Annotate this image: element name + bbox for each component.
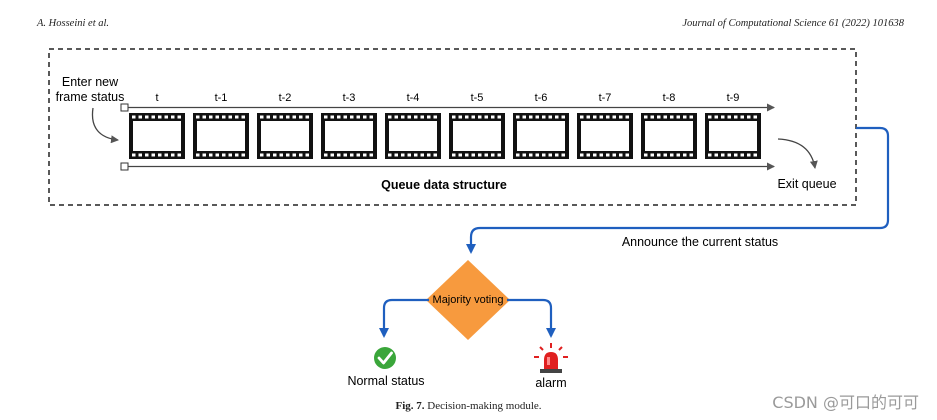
time-labels: t t-1 t-2 t-3 t-4 t-5 t-6 t-7 t-8 t-9 bbox=[155, 92, 739, 104]
figure-caption-text: Decision-making module. bbox=[427, 400, 542, 412]
time-label: t bbox=[155, 92, 158, 104]
time-label: t-5 bbox=[471, 92, 484, 104]
announce-label: Announce the current status bbox=[622, 235, 778, 249]
alarm-siren-icon bbox=[534, 343, 568, 373]
time-label: t-4 bbox=[407, 92, 420, 104]
film-frame bbox=[641, 113, 697, 159]
film-frame bbox=[449, 113, 505, 159]
rail-bottom-start bbox=[120, 162, 129, 171]
majority-voting-diamond bbox=[426, 260, 510, 340]
film-frame bbox=[513, 113, 569, 159]
time-label: t-3 bbox=[343, 92, 356, 104]
time-label: t-6 bbox=[535, 92, 548, 104]
film-frame bbox=[577, 113, 633, 159]
running-header-authors: A. Hosseini et al. bbox=[37, 18, 110, 29]
figure-number: Fig. 7. bbox=[395, 400, 425, 412]
enter-label-line2: frame status bbox=[56, 90, 125, 104]
time-label: t-8 bbox=[663, 92, 676, 104]
film-frames bbox=[129, 113, 761, 159]
time-label: t-9 bbox=[727, 92, 740, 104]
figure-caption: Fig. 7. Decision-making module. bbox=[0, 400, 937, 412]
exit-label: Exit queue bbox=[777, 177, 836, 191]
film-frame bbox=[129, 113, 185, 159]
film-frame bbox=[705, 113, 761, 159]
decision-label: Majority voting bbox=[433, 294, 504, 306]
running-header-journal: Journal of Computational Science 61 (202… bbox=[682, 18, 904, 29]
watermark: CSDN @可口的可可 bbox=[772, 393, 919, 412]
alarm-label: alarm bbox=[535, 376, 566, 390]
time-label: t-1 bbox=[215, 92, 228, 104]
film-frame bbox=[193, 113, 249, 159]
film-frame bbox=[321, 113, 377, 159]
time-label: t-2 bbox=[279, 92, 292, 104]
film-frame bbox=[257, 113, 313, 159]
rail-top-start bbox=[120, 103, 129, 112]
check-circle-icon bbox=[374, 347, 396, 369]
film-frame bbox=[385, 113, 441, 159]
normal-status-label: Normal status bbox=[347, 374, 424, 388]
queue-label: Queue data structure bbox=[381, 178, 507, 192]
alarm-branch-arrow bbox=[507, 298, 556, 338]
normal-branch-arrow bbox=[379, 298, 429, 338]
enter-label-line1: Enter new bbox=[62, 75, 119, 89]
enter-curved-arrow bbox=[91, 107, 119, 144]
exit-curved-arrow bbox=[777, 138, 818, 169]
announce-connector-arrow bbox=[466, 126, 890, 254]
time-label: t-7 bbox=[599, 92, 612, 104]
